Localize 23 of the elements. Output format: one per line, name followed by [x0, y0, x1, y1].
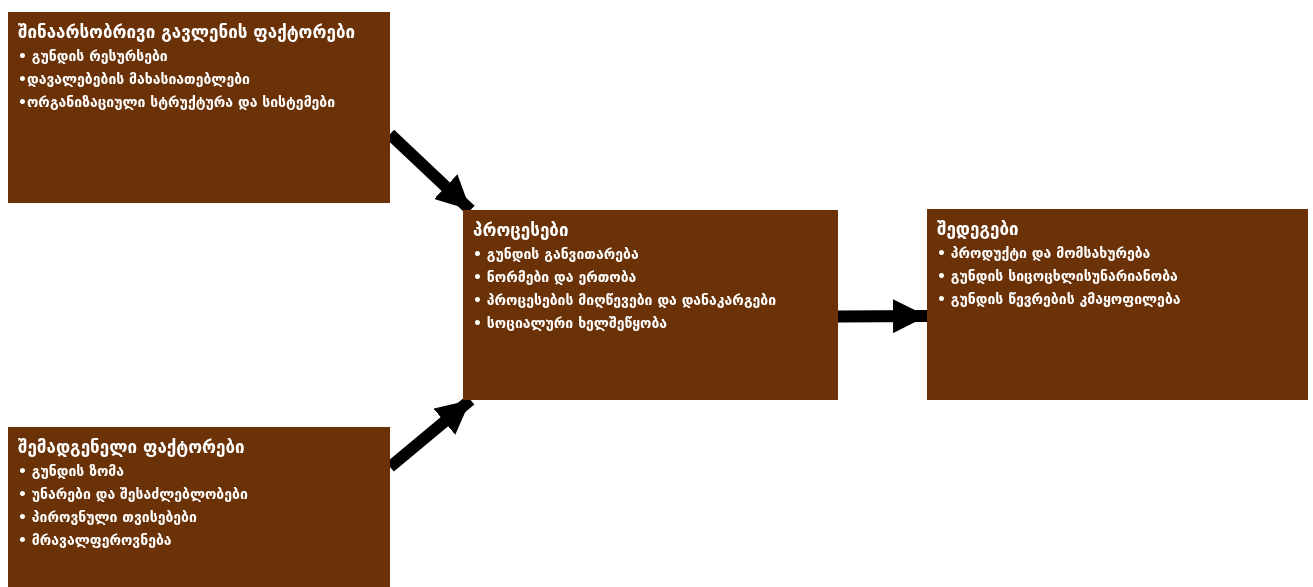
bullet-item: •ორგანიზაციული სტრუქტურა და სისტემები	[18, 93, 337, 112]
bullet-item: • მრავალფეროვნება	[18, 531, 173, 550]
text-box	[463, 210, 838, 400]
bullet-item: • უნარები და შესაძლებლობები	[18, 485, 249, 504]
bullet-item: • პროცესების მიღწევები და დანაკარგები	[473, 291, 778, 310]
bullet-item: • გუნდის რესურსები	[18, 47, 169, 66]
bullet-item: • გუნდის განვითარება	[473, 245, 640, 264]
bullet-item: • გუნდის სიცოცხლისუნარიანობა	[937, 267, 1179, 286]
bullet-item: • პიროვნული თვისებები	[18, 508, 198, 527]
box-heading: შინაარსობრივი გავლენის ფაქტორები	[18, 21, 357, 44]
bullet-item: • სოციალური ხელშეწყობა	[473, 314, 669, 333]
box-heading: პროცესები	[473, 219, 570, 242]
bullet-item: • პროდუქტი და მომსახურება	[937, 244, 1152, 263]
bullet-item: • გუნდის ზომა	[18, 462, 125, 481]
bullet-item: • გუნდის წევრების კმაყოფილება	[937, 290, 1182, 309]
box-heading: შედეგები	[937, 218, 1020, 241]
text-box	[8, 427, 390, 587]
bullet-item: • ნორმები და ერთობა	[473, 268, 638, 287]
box-heading: შემადგენელი ფაქტორები	[18, 436, 246, 459]
text-box	[8, 12, 390, 203]
arrow	[837, 299, 928, 334]
text-box	[927, 209, 1308, 400]
bullet-item: •დავალებების მახასიათებლები	[18, 70, 251, 89]
